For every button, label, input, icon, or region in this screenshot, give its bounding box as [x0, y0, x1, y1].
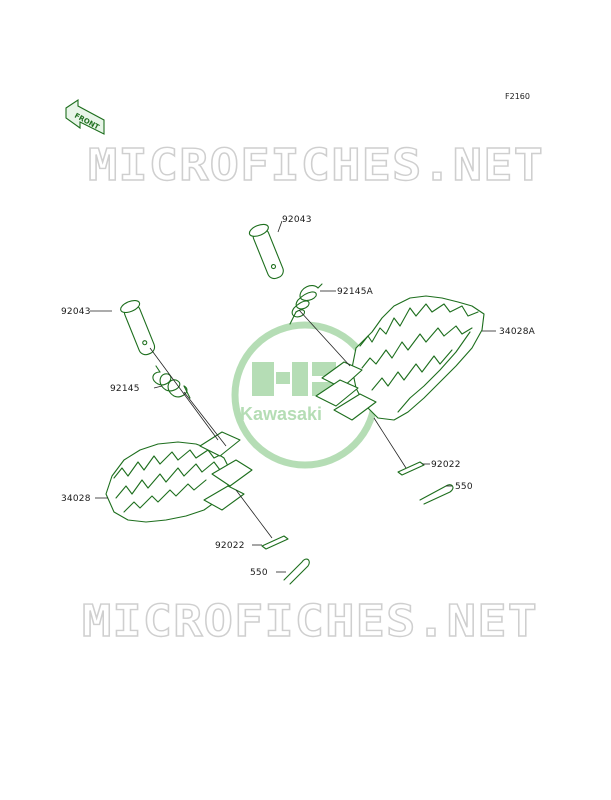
label-washer-right: 92022	[431, 460, 461, 470]
leader-lines	[90, 220, 496, 573]
label-footpeg-left: 34028	[61, 494, 91, 504]
label-cotter-right: 550	[455, 482, 473, 492]
label-washer-left: 92022	[215, 541, 245, 551]
label-cotter-left: 550	[250, 568, 268, 578]
label-spring-right: 92145A	[337, 287, 374, 297]
spring-right	[289, 283, 323, 325]
label-spring-left: 92145	[110, 384, 140, 394]
washer-left	[261, 535, 289, 550]
figure-code: F2160	[505, 92, 530, 101]
watermark-bottom: MICROFICHES.NET	[82, 596, 538, 647]
pin-upper	[248, 223, 284, 280]
cotter-pin-right	[419, 484, 454, 505]
washer-right	[397, 461, 425, 476]
footpeg-right	[315, 295, 485, 421]
label-pin-left: 92043	[61, 307, 91, 317]
label-footpeg-right: 34028A	[499, 327, 536, 337]
front-arrow-icon: FRONT	[65, 98, 105, 135]
footpeg-left	[105, 431, 253, 523]
pin-left	[120, 300, 156, 356]
cotter-pin-left	[283, 558, 310, 585]
logo-text: Kawasaki	[240, 404, 322, 424]
kawasaki-logo: Kawasaki	[231, 321, 379, 469]
watermark-top: MICROFICHES.NET	[88, 140, 544, 191]
label-pin-right: 92043	[282, 215, 312, 225]
spring-left	[152, 365, 191, 399]
